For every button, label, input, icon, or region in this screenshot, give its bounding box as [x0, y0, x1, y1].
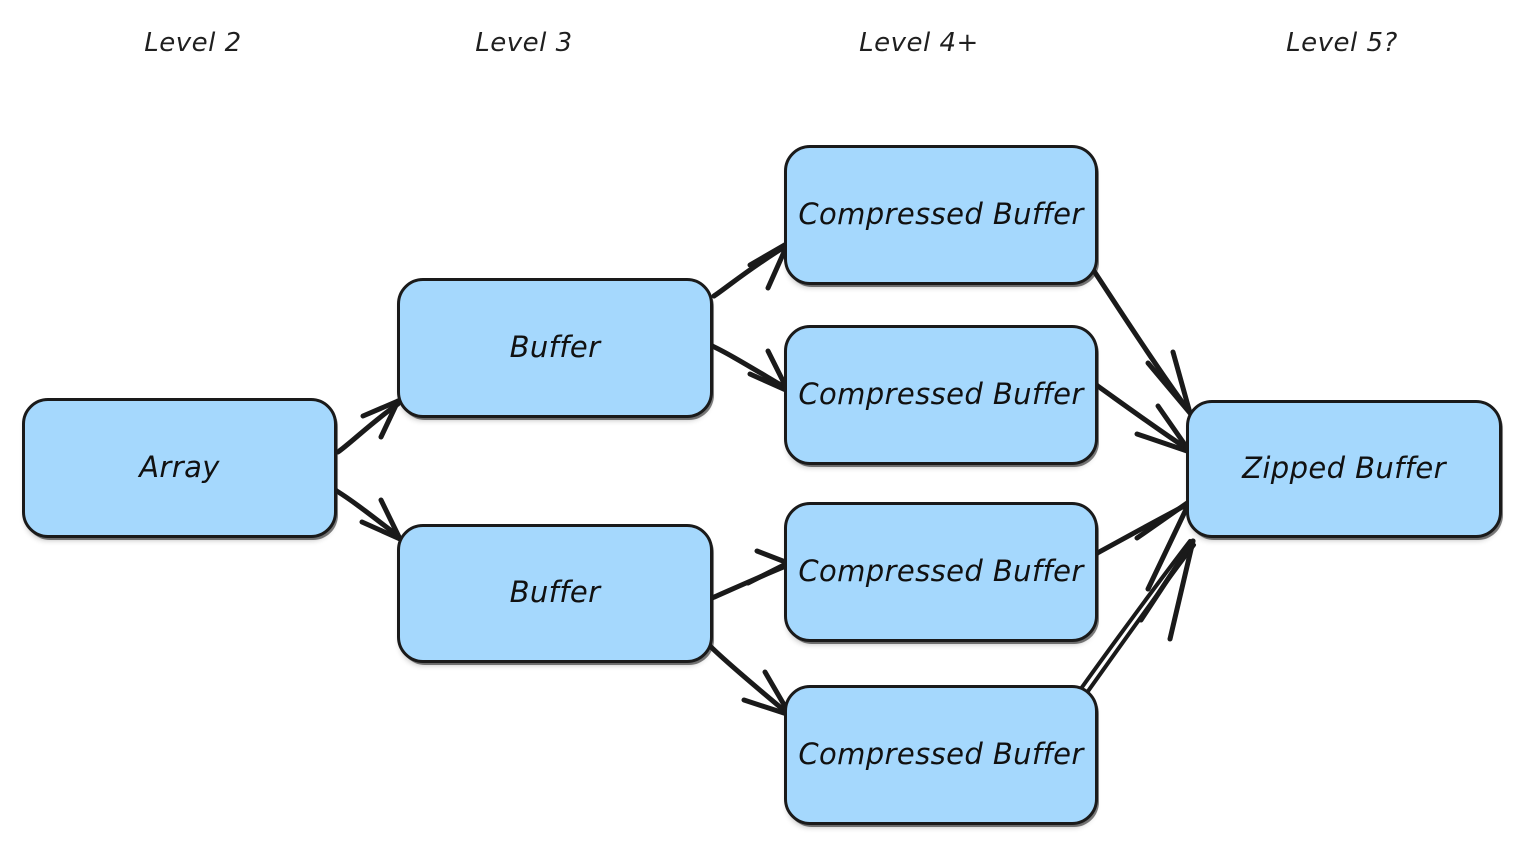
node-compressed-buffer-2[interactable]: Compressed Buffer: [784, 325, 1098, 465]
edge-buffer-1-to-cb-1: [711, 240, 791, 299]
node-compressed-buffer-1[interactable]: Compressed Buffer: [784, 145, 1098, 285]
node-buffer-2[interactable]: Buffer: [397, 524, 713, 663]
edge-array-to-buffer-1: [335, 398, 401, 455]
node-compressed-buffer-1-label: Compressed Buffer: [798, 196, 1084, 231]
node-array-label: Array: [139, 449, 220, 484]
node-array[interactable]: Array: [22, 398, 337, 538]
edge-buffer-2-to-cb-4: [706, 642, 793, 718]
edge-cb-2-to-zipped: [1089, 379, 1193, 455]
node-buffer-1-label: Buffer: [509, 329, 601, 364]
edge-array-to-buffer-2: [327, 484, 403, 542]
node-compressed-buffer-3[interactable]: Compressed Buffer: [784, 502, 1098, 642]
node-buffer-1[interactable]: Buffer: [397, 278, 713, 418]
edge-cb-1-to-zipped: [1089, 265, 1193, 416]
column-header-level-3: Level 3: [475, 28, 573, 58]
node-compressed-buffer-4[interactable]: Compressed Buffer: [784, 685, 1098, 825]
edge-buffer-1-to-cb-2: [707, 342, 791, 394]
node-buffer-2-label: Buffer: [509, 575, 601, 609]
column-header-level-5: Level 5?: [1286, 28, 1398, 58]
column-header-level-2: Level 2: [144, 28, 242, 58]
node-compressed-buffer-3-label: Compressed Buffer: [798, 553, 1084, 588]
node-compressed-buffer-4-label: Compressed Buffer: [798, 736, 1084, 771]
edge-cb-3-to-zipped: [1089, 498, 1193, 592]
column-header-level-4-plus: Level 4+: [859, 28, 979, 58]
node-zipped-buffer[interactable]: Zipped Buffer: [1186, 400, 1502, 538]
node-compressed-buffer-2-label: Compressed Buffer: [798, 376, 1084, 411]
edge-buffer-2-to-cb-3: [709, 548, 791, 601]
node-zipped-buffer-label: Zipped Buffer: [1242, 450, 1446, 485]
